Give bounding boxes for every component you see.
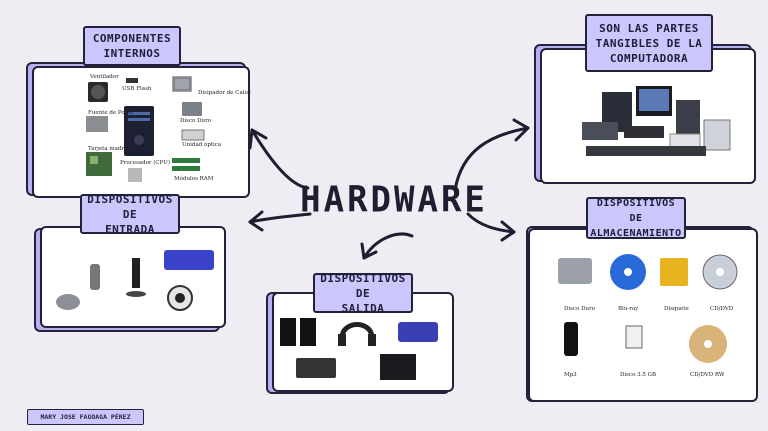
input-label: DISPOSITIVOS DE ENTRADA: [80, 193, 180, 236]
computers-collage-illustration: [582, 86, 731, 156]
part-label: Fuente de Poder: [88, 110, 135, 116]
storage-item-label: CD/DVD: [710, 306, 734, 312]
storage-item-label: Disquete: [664, 306, 689, 312]
input-devices-illustration: [56, 250, 214, 311]
storage-card: Disco Duro Blu-ray Disquete CD/DVD Mp3 D…: [528, 228, 758, 402]
input-card: [40, 226, 226, 328]
storage-item-label: Disco Duro: [564, 306, 596, 312]
arrow-to-components: [250, 128, 310, 190]
part-label: Disco Duro: [180, 118, 212, 124]
storage-label: DISPOSITIVOS DE ALMACENAMIENTO: [586, 197, 686, 239]
arrow-to-storage: [466, 212, 516, 234]
arrow-to-input: [248, 212, 312, 224]
components-card: Ventilador USB Flash Disipador de Calor …: [32, 66, 250, 198]
output-label: DISPOSITIVOS DE SALIDA: [313, 272, 413, 315]
part-label: Módulos RAM: [174, 176, 214, 182]
output-devices-illustration: [280, 318, 438, 380]
part-label: Procesador (CPU): [120, 160, 171, 166]
tangible-card: [540, 48, 756, 184]
central-title: HARDWARE: [300, 179, 488, 221]
part-label: Ventilador: [90, 74, 119, 80]
tangible-label: SON LAS PARTES TANGIBLES DE LA COMPUTADO…: [585, 14, 713, 72]
storage-item-label: Mp3: [564, 372, 577, 378]
storage-item-label: Disco 3.5 GB: [620, 372, 657, 378]
storage-item-label: Blu-ray: [618, 306, 639, 312]
components-label: COMPONENTES INTERNOS: [83, 26, 181, 66]
components-illustration: [86, 76, 205, 182]
part-label: Unidad óptica: [182, 142, 222, 148]
part-label: Tarjeta madre: [88, 146, 128, 152]
storage-devices-illustration: [558, 254, 738, 363]
storage-item-label: CD/DVD RW: [690, 372, 725, 378]
part-label: Disipador de Calor: [198, 90, 251, 96]
arrow-to-tangible: [453, 126, 530, 192]
part-label: USB Flash: [122, 86, 152, 92]
arrow-to-output: [362, 232, 414, 260]
author-tag: MARY JOSE FAGOAGA PÉREZ: [27, 409, 144, 425]
